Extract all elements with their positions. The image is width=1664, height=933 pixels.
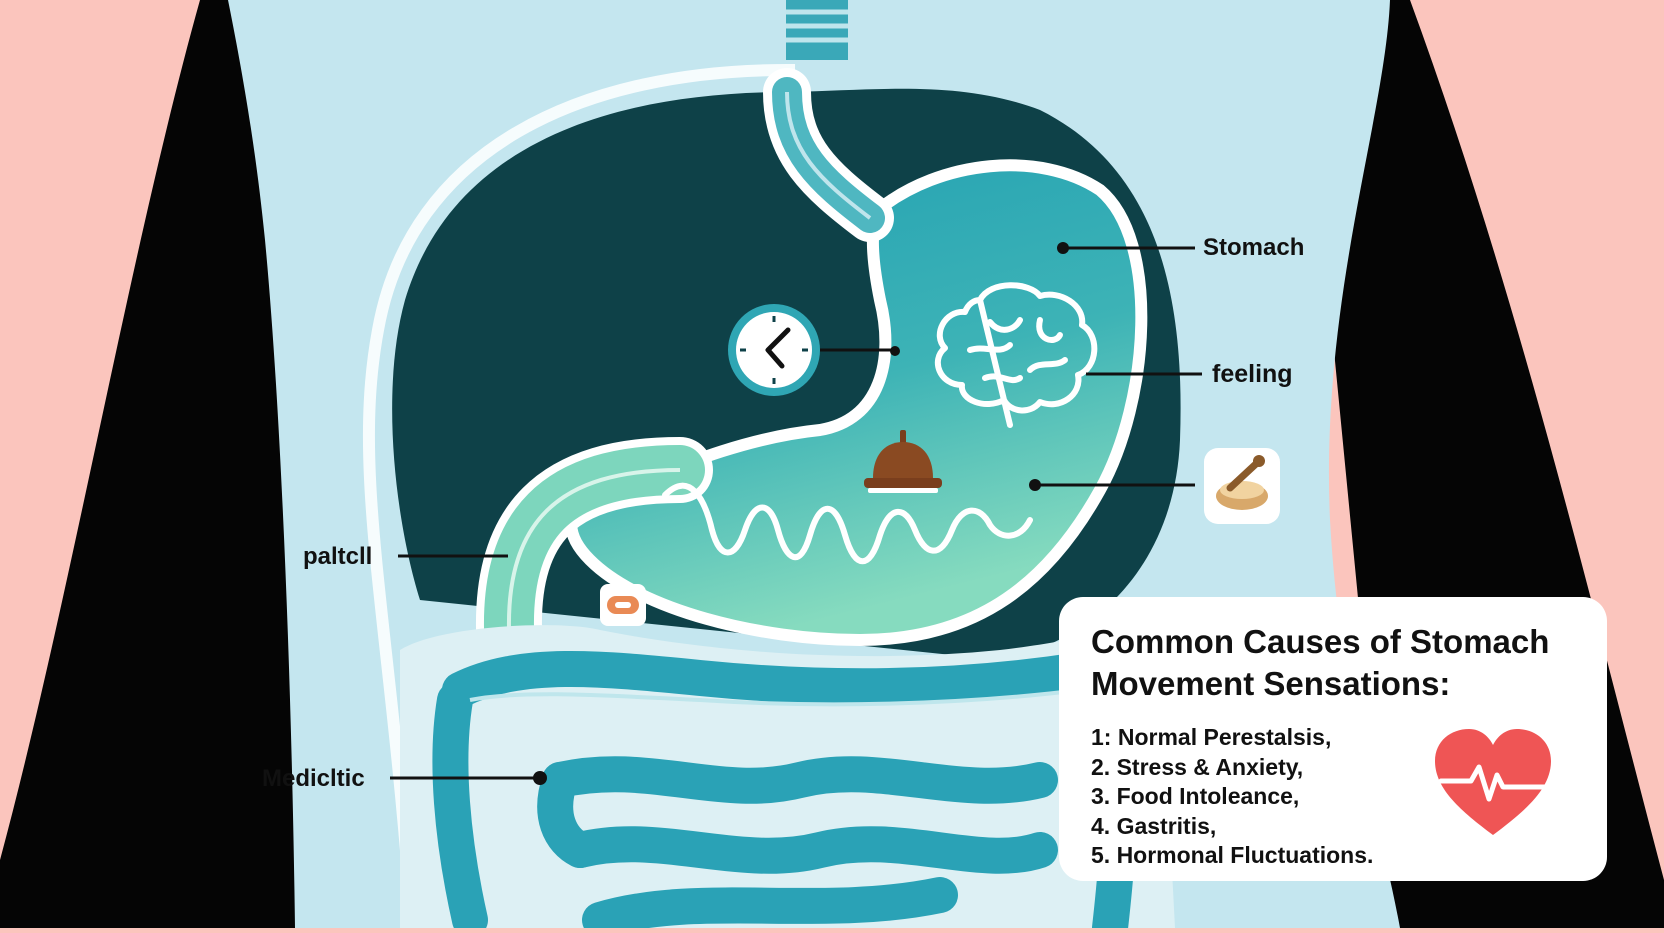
peristalsis-wave: [662, 482, 1033, 565]
cause-item: 5. Hormonal Fluctuations.: [1091, 842, 1374, 868]
cause-item: 3. Food Intoleance,: [1091, 783, 1300, 809]
body-silhouette-left: [0, 0, 330, 928]
bell-icon: [864, 430, 942, 493]
brain-icon: [934, 282, 1098, 428]
label-feeling: feeling: [1212, 360, 1293, 388]
causes-list: 1: Normal Perestalsis, 2. Stress & Anxie…: [1091, 723, 1579, 871]
leader-dots: [533, 242, 1069, 785]
causes-card: Common Causes of Stomach Movement Sensat…: [1059, 597, 1607, 881]
food-bowl-icon: [1204, 448, 1280, 524]
cause-item: 2. Stress & Anxiety,: [1091, 753, 1304, 780]
label-paltcll: paltcll: [303, 543, 373, 570]
cause-item: 1: Normal Perestalsis,: [1091, 724, 1332, 750]
pill-icon: [600, 584, 646, 626]
esophagus-top: [786, 0, 848, 60]
cavity-outline: [362, 63, 796, 901]
clock-icon: [728, 304, 820, 396]
label-stomach: Stomach: [1203, 234, 1305, 261]
heartbeat-icon: [1435, 729, 1551, 835]
label-medicltic: Medicltic: [262, 765, 365, 792]
leader-lines: [390, 246, 1202, 780]
cause-item: 4. Gastritis,: [1091, 812, 1217, 839]
card-title: Common Causes of Stomach Movement Sensat…: [1091, 623, 1550, 702]
